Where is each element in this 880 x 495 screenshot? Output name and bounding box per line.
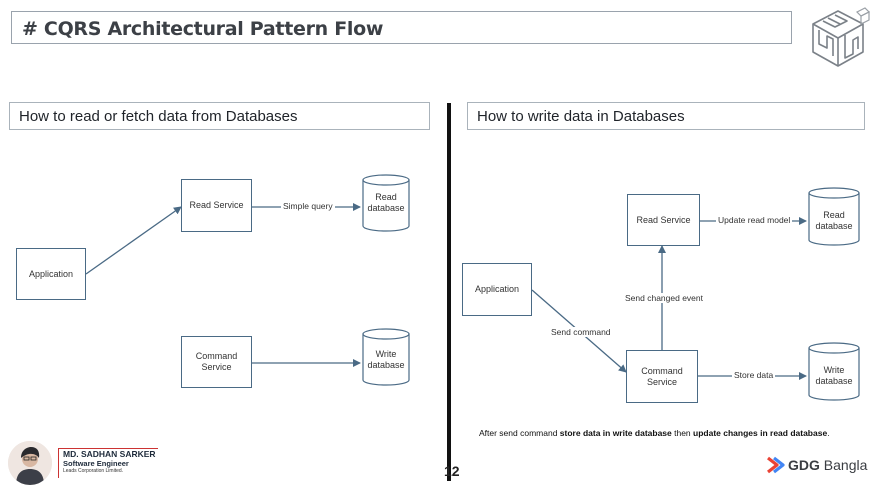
left-read-service-node: Read Service [181,179,252,232]
edge-label-send-changed-event: Send changed event [623,293,705,303]
right-command-service-node: Command Service [626,350,698,403]
edge-app-to-read-service [85,206,182,275]
right-application-node: Application [462,263,532,316]
right-read-database-label: Read database [815,210,853,231]
title-bar: # CQRS Architectural Pattern Flow [11,11,792,44]
person-icon [8,441,52,485]
left-command-service-node: Command Service [181,336,252,388]
page-title: # CQRS Architectural Pattern Flow [22,18,384,40]
left-application-node: Application [16,248,86,300]
gdg-chevron-logo-icon [767,456,785,474]
right-write-database-label: Write database [815,365,853,386]
right-read-service-node: Read Service [627,194,700,246]
write-flow-footnote: After send command store data in write d… [479,428,830,438]
maze-cube-logo-icon [812,7,871,67]
edge-label-send-command: Send command [549,327,613,337]
edge-label-simple-query: Simple query [281,201,335,211]
right-read-database-cylinder [808,187,860,246]
left-section-heading: How to read or fetch data from Databases [9,102,430,130]
left-read-database-label: Read database [367,192,405,213]
page-number: 12 [444,463,460,479]
gdg-brand-text: GDG Bangla [788,457,868,473]
left-write-database-cylinder [362,328,410,386]
author-card: MD. SADHAN SARKER Software Engineer Lead… [58,448,158,478]
left-write-database-label: Write database [367,349,405,370]
edge-label-store-data: Store data [732,370,776,380]
left-read-database-cylinder [362,174,410,232]
author-avatar [8,441,52,485]
author-name: MD. SADHAN SARKER [63,449,156,459]
author-role: Software Engineer [63,459,129,468]
right-section-heading: How to write data in Databases [467,102,865,130]
right-write-database-cylinder [808,342,860,401]
section-divider [447,103,451,481]
edge-label-update-read-model: Update read model [716,215,793,225]
author-organization: Leads Corporation Limited. [63,468,124,474]
